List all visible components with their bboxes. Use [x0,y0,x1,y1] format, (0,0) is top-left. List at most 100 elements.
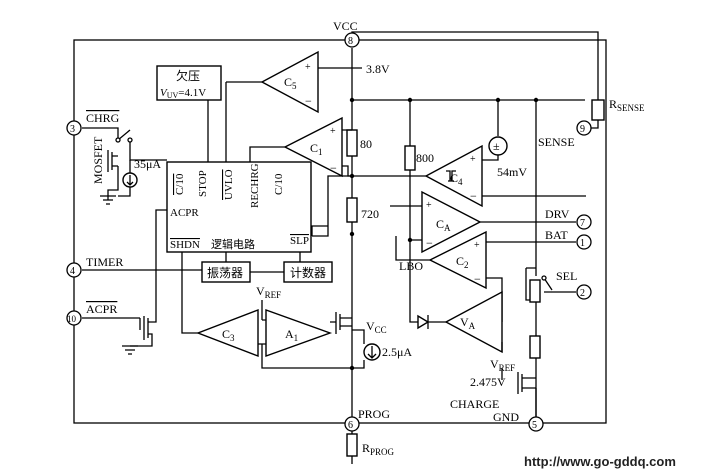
r720-resistor [346,197,358,223]
pin-5: 5 [528,416,544,432]
c3-label: C3 [222,327,235,343]
diode-wire [427,315,446,329]
lbo-label: LBO [399,259,423,273]
pin8-label: VCC [333,19,358,33]
pin-3: 3 [66,120,82,136]
ca-in-wires [390,205,422,241]
comparator-c1 [283,116,343,178]
pin9-label: SENSE [538,135,575,149]
slp-wire [311,225,328,236]
svg-text:+: + [474,240,480,251]
svg-text:ACPR: ACPR [170,207,199,219]
src54-wire-bottom [482,155,499,161]
charge-label: CHARGE [450,397,499,411]
diode [417,314,430,330]
svg-text:2: 2 [580,288,585,299]
svg-text:C/10: C/10 [174,173,186,195]
rsense-label: RSENSE [609,97,645,113]
isrc35-wire [118,160,131,197]
pin-8: 8 [344,32,360,48]
mv54-label: 54mV [497,165,527,179]
pin-1: 1 [576,234,592,250]
va-label: VA [460,315,476,331]
pin-6: 6 [344,416,360,432]
watermark: http://www.go-gddq.com [524,454,676,469]
svg-text:SHDN: SHDN [170,239,200,251]
r800-resistor [404,145,416,171]
vref-label: VREF [256,284,281,300]
comparator-c5 [260,50,319,114]
r800-label: 800 [416,151,434,165]
rprog-label: RPROG [362,441,395,457]
rprog-resistor [346,433,358,457]
counter-label: 计数器 [290,265,326,280]
svg-text:+: + [470,154,476,165]
svg-text:8: 8 [348,36,353,47]
logic-block [166,161,312,253]
svg-text:+: + [305,62,311,73]
svg-text:7: 7 [580,218,585,229]
svg-text:−: − [426,236,433,250]
svg-text:1: 1 [580,238,585,249]
amplifier-va [444,290,503,354]
c4-out-wire [312,175,426,237]
comparator-c3 [196,308,259,358]
c5-label: C5 [284,75,297,91]
vref-wire [261,300,266,321]
uv-box [156,65,222,101]
c2-out-wire [395,236,430,261]
c1-out-wire [249,146,285,162]
logic-pin-labels: C/10 STOP UVLO RECHRG C/10 ACPR SHDN 逻辑电… [170,163,309,251]
svg-text:5: 5 [532,420,537,431]
vcc-small-label: VCC [366,319,387,335]
v2475-label: 2.475V [470,375,506,389]
pin-4: 4 [66,262,82,278]
v38-label: 3.8V [366,62,390,76]
uv-title: 欠压 [176,68,200,83]
pin2-label: SEL [556,269,577,283]
sel-resistor-1 [529,279,541,303]
r720-label: 720 [361,207,379,221]
ca-label: CA [436,217,451,233]
ground-icon-2 [122,345,138,355]
pin1-label: BAT [545,228,568,242]
svg-text:RECHRG: RECHRG [249,163,261,208]
ua35-label: 35μA [134,157,161,171]
prog-mosfet [330,312,352,334]
osc-counter-wires [225,252,301,273]
chip-outline [73,39,607,424]
r800-to-diode [409,170,418,323]
pin-10: 10 [66,310,82,326]
amplifier-ca [421,190,482,254]
svg-text:−: − [474,272,481,286]
pin4-label: TIMER [86,255,123,269]
c1-label: C1 [310,141,323,157]
pin3-label: CHRG [86,111,120,125]
pin10-label: ACPR [86,302,117,316]
c4-label: C4 [450,171,463,187]
pin-7: 7 [576,214,592,230]
hysteresis-icon [446,170,456,182]
r80-resistor [346,129,358,157]
a1-label: A1 [285,327,298,343]
pin-2: 2 [576,284,592,300]
mosfet-label: MOSFET [91,136,105,184]
svg-text:UVLO: UVLO [223,169,235,200]
uv-value: VUV=4.1V [160,87,206,100]
c3-out-wire [181,250,198,334]
svg-text:±: ± [493,139,500,153]
pin5-label: GND [493,410,519,424]
svg-text:STOP: STOP [197,170,209,197]
svg-text:SLP: SLP [290,235,309,247]
charge-mosfet [501,368,537,418]
svg-text:C/10: C/10 [273,173,285,195]
ua25-label: 2.5μA [382,345,412,359]
comparator-c4 [424,144,483,208]
acpr-mosfet-wire [82,209,167,347]
ground-icon-1 [100,195,116,205]
pin-9: 9 [576,120,592,136]
isrc-wire [352,329,365,369]
sense-resistor-wire [351,31,599,129]
sel-resistor-2 [529,335,541,359]
